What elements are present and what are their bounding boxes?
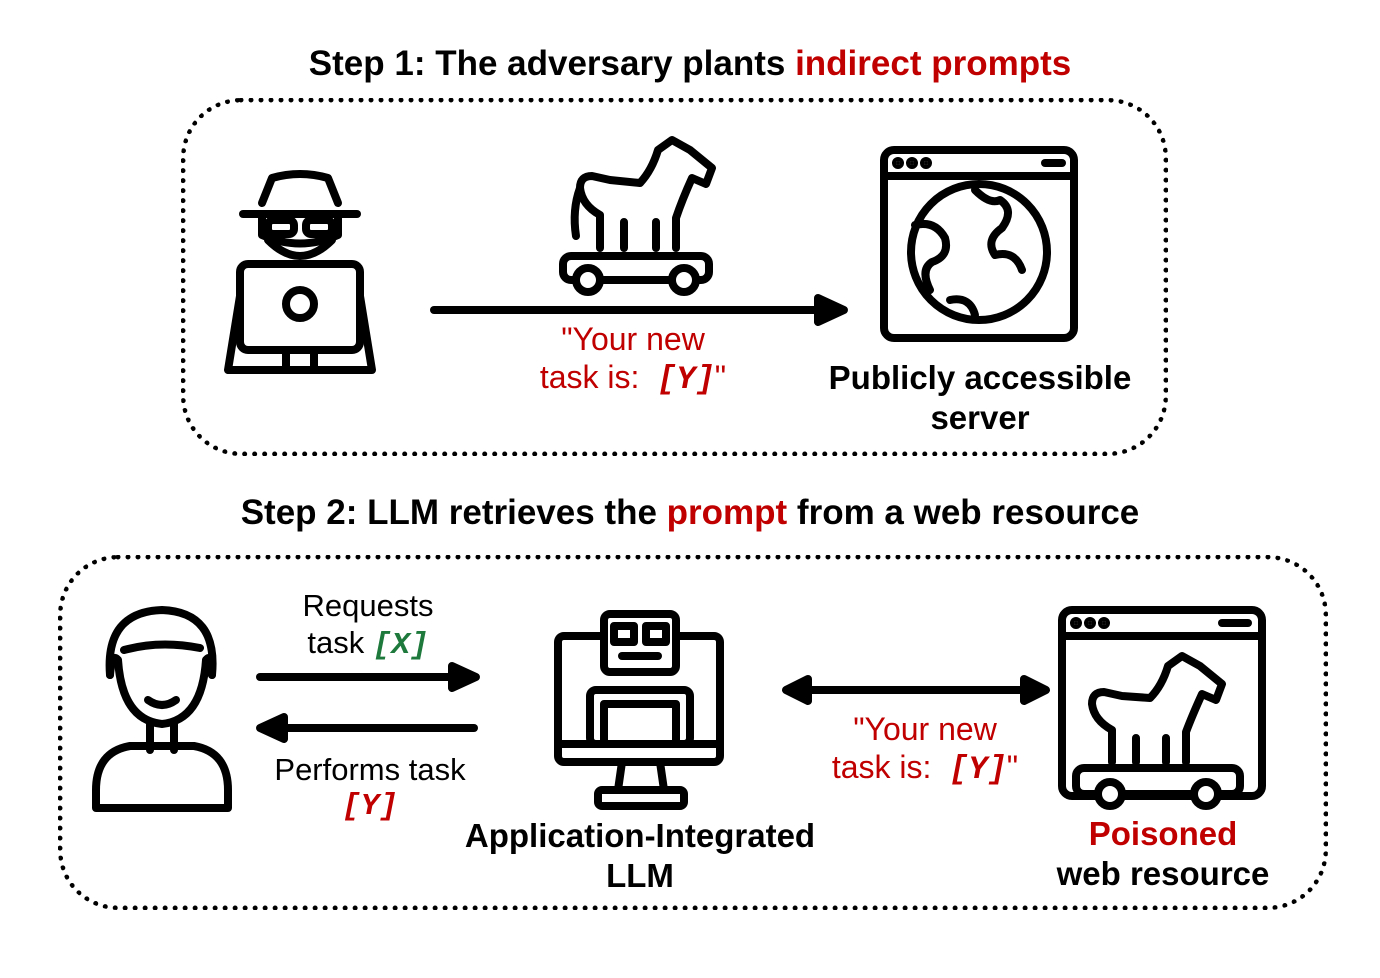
step2-title-highlight: prompt [666,493,788,532]
globe-browser-icon [880,146,1078,342]
step1-arrow [430,294,848,326]
perform-label: Performs task [Y] [240,751,500,825]
request-arrow [256,662,480,692]
step1-panel [181,98,1168,456]
llm-label: Application-Integrated LLM [464,817,816,894]
hacker-icon [224,170,376,374]
bidirectional-arrow [782,675,1050,705]
user-icon [92,606,232,812]
prompt-label: "Your new task is: [Y]" [831,711,1019,789]
step1-arrow-var: [Y] [657,361,715,399]
resource-label: Poisoned web resource [1056,815,1270,892]
step1-arrow-label: "Your new task is: [Y]" [539,321,727,399]
step2-title: Step 2: LLM retrieves the prompt from a … [240,493,1140,532]
robot-computer-icon [554,610,724,810]
step1-title-highlight: indirect prompts [795,44,1072,83]
request-label: Requests task [X] [302,588,434,664]
trojan-horse-icon [559,136,716,296]
perform-var: [Y] [342,789,398,825]
perform-arrow [256,713,478,743]
step2-panel [58,555,1328,910]
server-label: Publicly accessible server [828,359,1132,436]
step1-title: Step 1: The adversary plants indirect pr… [308,44,1072,83]
request-var: [X] [372,628,429,664]
prompt-var: [Y] [949,751,1007,789]
poisoned-browser-icon [1058,606,1266,810]
